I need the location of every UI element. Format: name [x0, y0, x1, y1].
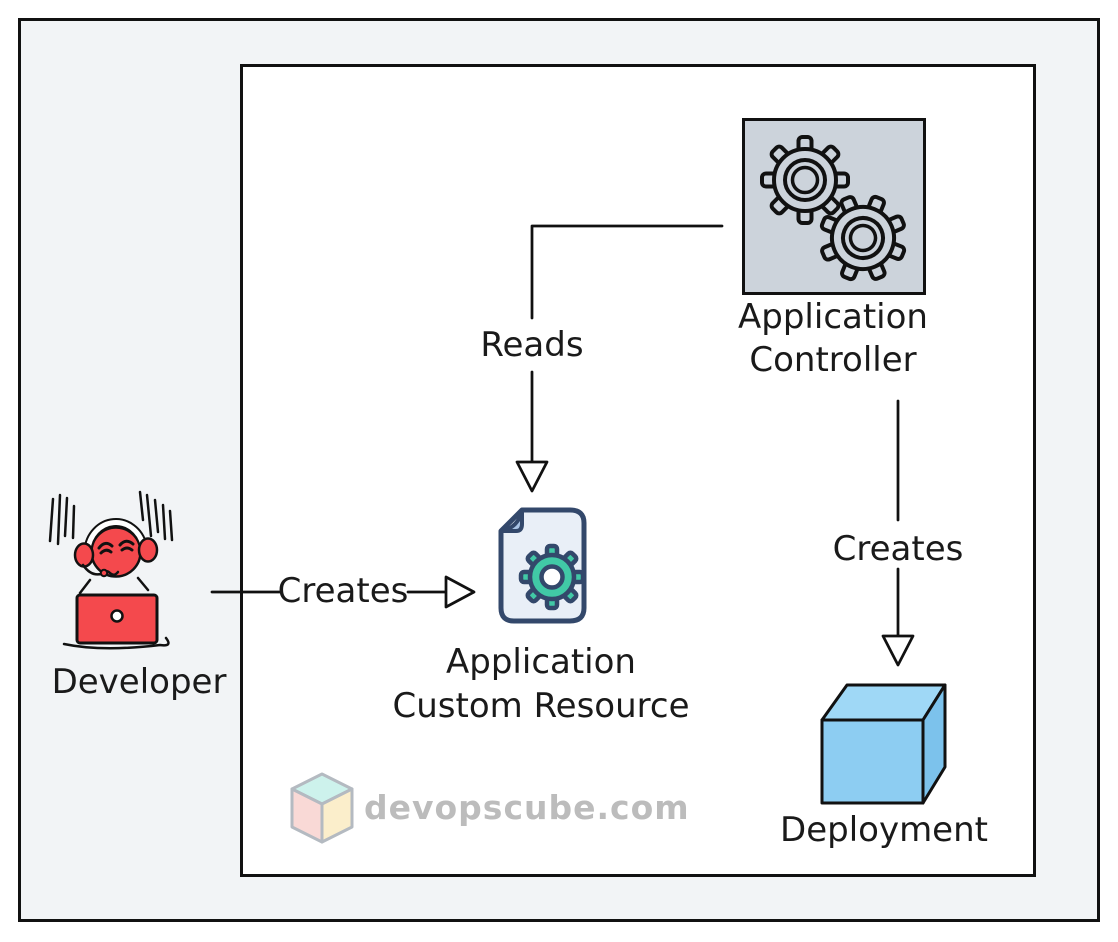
- creates-label-right: Creates: [832, 529, 964, 569]
- application-controller-label: Application Controller: [738, 297, 928, 380]
- deployment-cube-icon: [820, 683, 947, 805]
- folded-corner-icon: [499, 508, 524, 533]
- document-gear-icon: [498, 507, 587, 624]
- watermark-text: devopscube.com: [364, 788, 690, 827]
- gears-icon: [760, 135, 907, 282]
- reads-label: Reads: [480, 325, 584, 365]
- application-controller-node: [742, 118, 926, 295]
- deployment-label: Deployment: [780, 810, 988, 850]
- creates-label-left: Creates: [277, 571, 409, 611]
- application-custom-resource-label: Application Custom Resource: [392, 642, 690, 726]
- developer-icon: [48, 490, 174, 650]
- watermark-cube-icon: [290, 772, 354, 844]
- stress-lines-icon: [48, 490, 174, 546]
- teal-gear-icon: [518, 543, 586, 611]
- developer-label: Developer: [51, 662, 227, 702]
